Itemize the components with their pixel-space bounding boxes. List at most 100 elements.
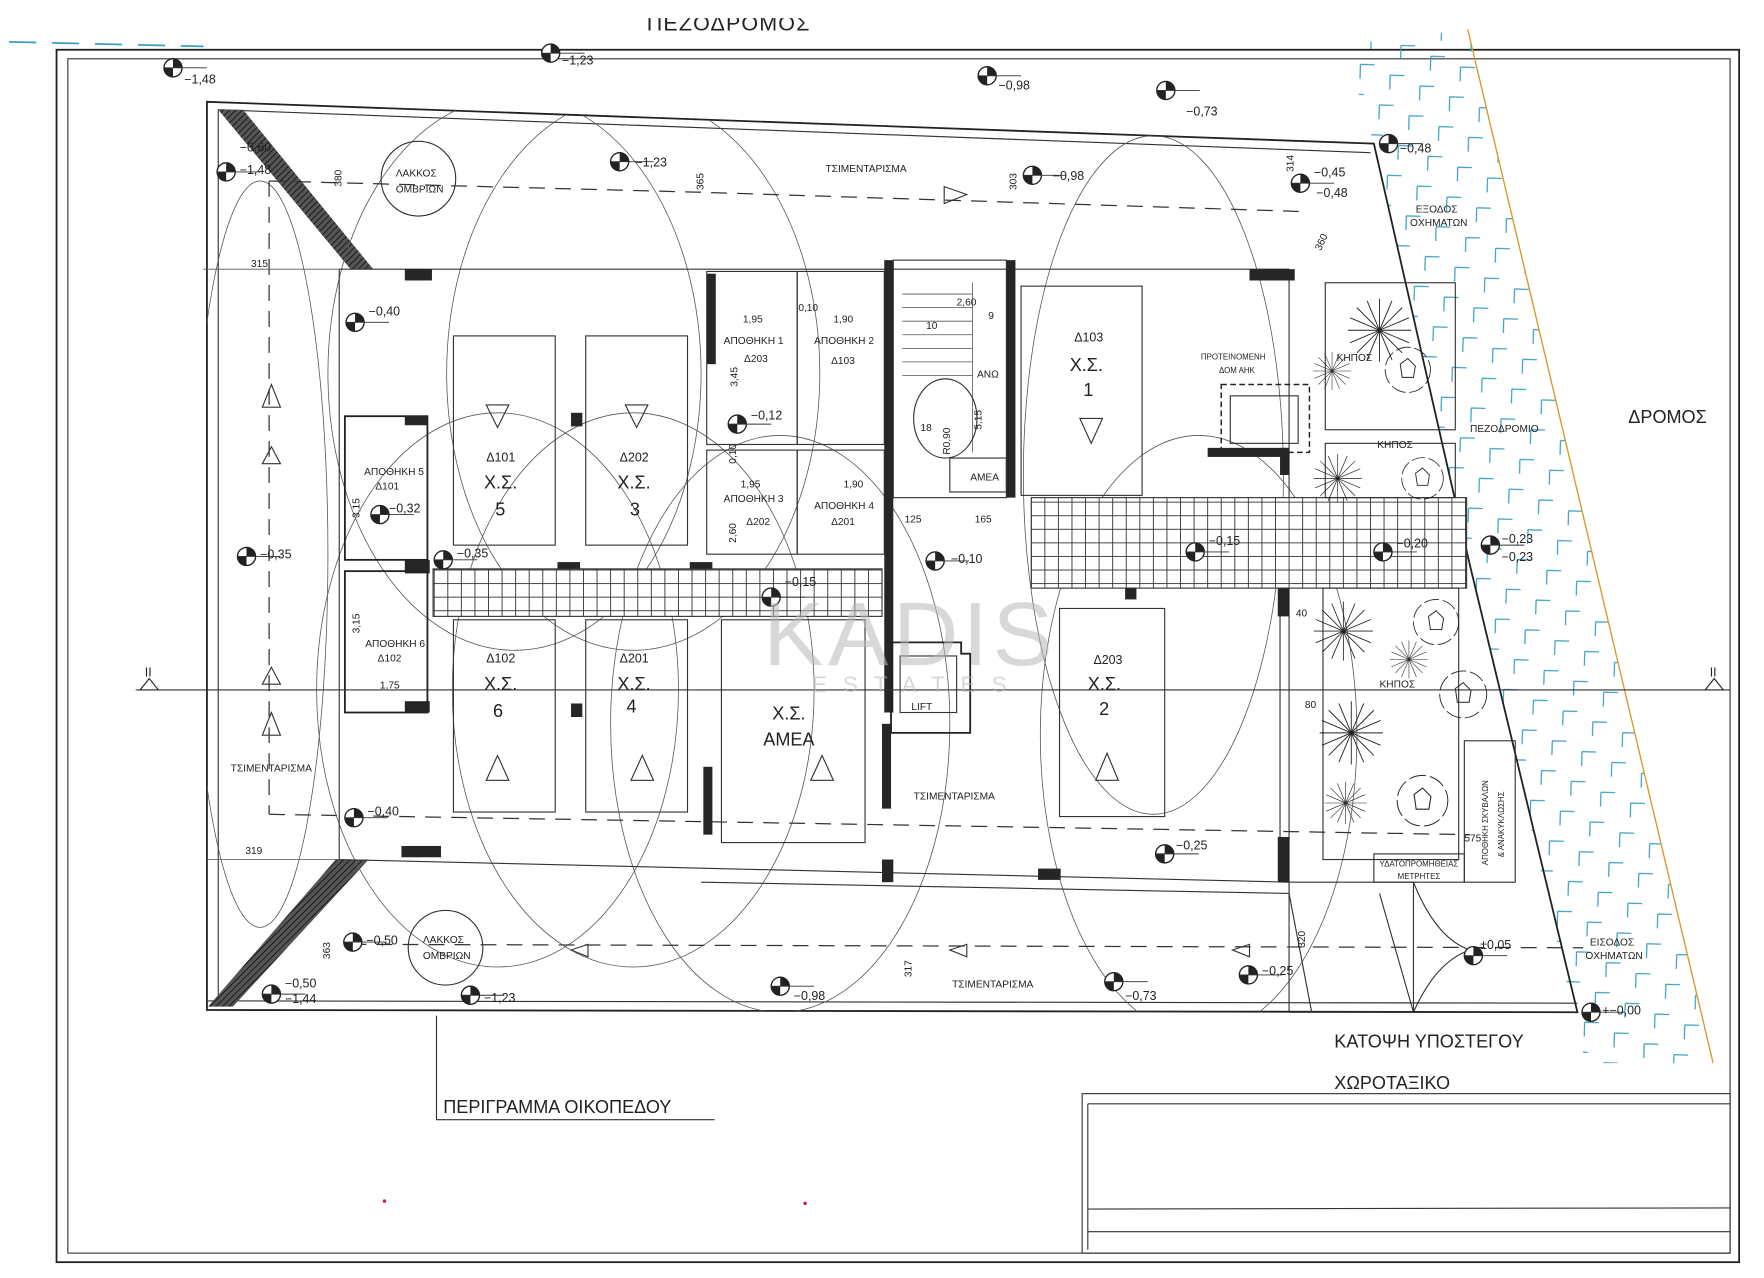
lift: LIFT [890, 641, 972, 734]
svg-text:Δ203: Δ203 [744, 354, 768, 365]
svg-text:−0,98: −0,98 [998, 78, 1030, 92]
svg-text:−0,73: −0,73 [1186, 104, 1218, 118]
level-marker: −0,32 [370, 501, 421, 525]
level-marker: ±0,05 [1463, 938, 1511, 966]
level-marker: −0,73 [1156, 80, 1218, 118]
svg-text:319: 319 [245, 846, 262, 857]
rain-pit-bottom: ΛΑΚΚΟΣ ΟΜΒΡΙΩΝ [407, 909, 484, 986]
svg-text:−1,48: −1,48 [240, 163, 272, 177]
svg-text:−0,35: −0,35 [260, 548, 292, 562]
svg-text:1: 1 [1083, 380, 1093, 400]
svg-text:Δ103: Δ103 [1074, 331, 1103, 345]
level-marker: −1,23 [460, 985, 516, 1005]
vehicle-entrance-label: ΕΙΣΟΔΟΣ ΟΧΗΜΑΤΩΝ [1585, 937, 1642, 962]
svg-text:303: 303 [1009, 173, 1020, 190]
level-marker: −0,15 [1185, 534, 1240, 562]
parking-bay-disabled[interactable]: Χ.Σ. ΑΜΕΑ [720, 619, 866, 844]
svg-text:Δ102: Δ102 [486, 652, 515, 666]
title-block [1081, 1093, 1731, 1254]
direction-arrows-bottom [569, 943, 1251, 958]
level-marker: −0,25 [1238, 964, 1294, 985]
svg-text:ΑΠΟΘΗΚΗ 1: ΑΠΟΘΗΚΗ 1 [724, 336, 784, 347]
svg-text:−0,50: −0,50 [285, 976, 317, 990]
level-marker: −0,25 [1154, 838, 1208, 864]
concrete-label: ΤΣΙΜΕΝΤΑΡΙΣΜΑ [825, 164, 906, 175]
road-edge-line [1467, 29, 1714, 1064]
svg-text:−0,23: −0,23 [1502, 550, 1534, 564]
svg-text:Χ.Σ.: Χ.Σ. [484, 674, 517, 694]
svg-text:+−0,00: +−0,00 [1602, 1003, 1641, 1017]
concrete-label: ΤΣΙΜΕΝΤΑΡΙΣΜΑ [231, 763, 312, 774]
svg-text:165: 165 [975, 515, 992, 526]
svg-text:−1,44: −1,44 [285, 992, 317, 1006]
svg-text:−0,98: −0,98 [794, 989, 826, 1003]
svg-text:−0,25: −0,25 [1176, 838, 1208, 852]
svg-text:Χ.Σ.: Χ.Σ. [1088, 674, 1121, 694]
storage-room[interactable]: ΑΠΟΘΗΚΗ 3 Δ202 [706, 449, 798, 555]
svg-text:ΚΗΠΟΣ: ΚΗΠΟΣ [1337, 353, 1373, 364]
storage-room[interactable]: ΑΠΟΘΗΚΗ 2 Δ103 [796, 270, 885, 446]
parking-bay[interactable]: Δ201 Χ.Σ. 4 [585, 619, 689, 813]
svg-text:−1,48: −1,48 [184, 73, 216, 87]
parking-bay[interactable]: Δ203 Χ.Σ. 2 [1058, 607, 1166, 818]
level-marker: −0,35 [433, 547, 488, 570]
svg-text:Δ103: Δ103 [831, 356, 855, 367]
storage-room[interactable]: ΑΠΟΘΗΚΗ 6 Δ102 [343, 570, 429, 714]
svg-text:18: 18 [920, 423, 932, 434]
parking-bay[interactable]: Δ101 Χ.Σ. 5 [452, 335, 556, 546]
svg-text:3: 3 [630, 500, 640, 520]
driving-path [261, 180, 1584, 958]
svg-text:Δ101: Δ101 [486, 450, 515, 464]
storage-room[interactable]: ΑΠΟΘΗΚΗ 5 Δ101 [343, 415, 429, 561]
svg-text:365: 365 [695, 173, 706, 190]
garden-area: ΚΗΠΟΣ ΚΗΠΟΣ ΚΗΠΟΣ [1312, 282, 1488, 861]
sidewalk-hatch [1343, 29, 1714, 1064]
svg-text:±0,05: ±0,05 [1480, 938, 1511, 952]
drawing-subtitle: ΧΩΡΟΤΑΞΙΚΟ [1334, 1073, 1450, 1093]
svg-text:40: 40 [1296, 608, 1308, 619]
parking-bay[interactable]: Δ103 Χ.Σ. 1 [1020, 285, 1143, 496]
svg-text:3,15: 3,15 [352, 498, 363, 518]
level-marker: −0,10 [925, 551, 983, 571]
svg-text:ΟΜΒΡΙΩΝ: ΟΜΒΡΙΩΝ [423, 951, 471, 962]
svg-text:ΟΧΗΜΑΤΩΝ: ΟΧΗΜΑΤΩΝ [1410, 218, 1467, 229]
svg-text:5,15: 5,15 [974, 410, 985, 430]
svg-text:−1,23: −1,23 [484, 991, 516, 1005]
drawing-title: ΚΑΤΟΨΗ ΥΠΟΣΤΕΓΟΥ [1334, 1031, 1523, 1051]
svg-text:−1,23: −1,23 [562, 53, 594, 67]
svg-text:Χ.Σ.: Χ.Σ. [772, 703, 805, 723]
tiled-corridor-left [432, 568, 883, 617]
concrete-label: ΤΣΙΜΕΝΤΑΡΙΣΜΑ [952, 979, 1033, 990]
svg-text:1,90: 1,90 [833, 314, 853, 325]
svg-text:Δ102: Δ102 [378, 654, 402, 665]
svg-text:3,15: 3,15 [352, 613, 363, 633]
storage-room[interactable]: ΑΠΟΘΗΚΗ 4 Δ201 [796, 449, 885, 555]
svg-text:363: 363 [322, 942, 333, 959]
svg-text:R0,90: R0,90 [942, 427, 953, 454]
section-line: II II [135, 665, 1731, 691]
vehicle-exit-label: ΕΞΟΔΟΣ ΟΧΗΜΑΤΩΝ [1410, 205, 1467, 230]
svg-text:−0,25: −0,25 [1262, 964, 1294, 978]
watermark-logo: KADIS ESTATES [763, 584, 1053, 697]
level-marker: −0,45−0,48 [1290, 165, 1348, 200]
svg-text:−0,48: −0,48 [1400, 142, 1432, 156]
svg-text:1,95: 1,95 [743, 314, 763, 325]
scan-dot [803, 1201, 807, 1206]
parking-bay[interactable]: Δ102 Χ.Σ. 6 [452, 619, 556, 813]
level-marker: −0,50 [343, 932, 398, 952]
sheet-frame [9, 40, 1741, 1264]
svg-text:Δ201: Δ201 [831, 517, 855, 528]
svg-text:−0,40: −0,40 [369, 305, 401, 319]
svg-text:−0,10: −0,10 [951, 552, 983, 566]
svg-text:314: 314 [1286, 155, 1297, 172]
svg-text:5: 5 [495, 500, 505, 520]
svg-text:Χ.Σ.: Χ.Σ. [617, 674, 650, 694]
plot-outline [206, 100, 1579, 1014]
svg-text:ΥΔΑΤΟΠΡΟΜΗΘΕΙΑΣ: ΥΔΑΤΟΠΡΟΜΗΘΕΙΑΣ [1380, 859, 1459, 868]
svg-text:Δ203: Δ203 [1093, 653, 1122, 667]
entrance-gates [1288, 881, 1472, 1013]
svg-text:−0,73: −0,73 [1125, 989, 1157, 1003]
parking-bay[interactable]: Δ202 Χ.Σ. 3 [585, 335, 689, 546]
level-marker: −0,98 [977, 66, 1030, 92]
